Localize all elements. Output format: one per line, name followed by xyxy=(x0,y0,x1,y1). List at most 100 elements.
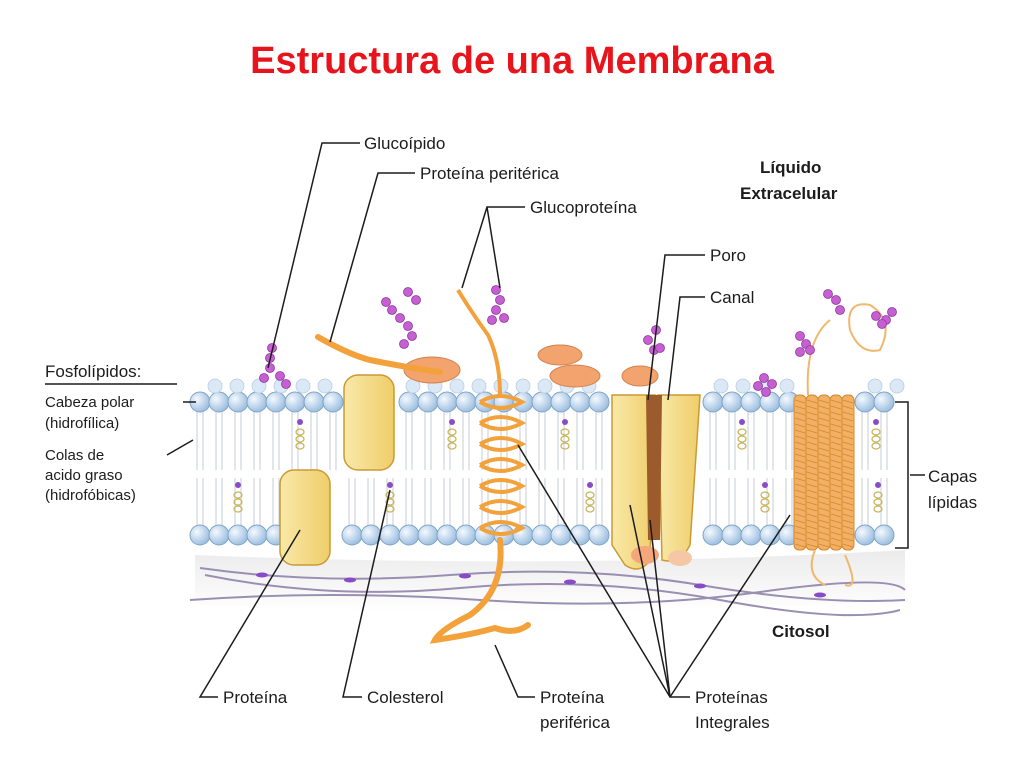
sugar-unit xyxy=(407,331,417,341)
helix-stripe xyxy=(818,531,830,536)
helix-stripe xyxy=(818,459,830,464)
label-hidrofilica: (hidrofílica) xyxy=(45,415,119,432)
phospholipid-head xyxy=(721,391,743,413)
helix-stripe xyxy=(806,471,818,476)
phospholipid-head-back xyxy=(295,378,311,394)
helix-stripe xyxy=(794,447,806,452)
filament-markers xyxy=(256,572,826,598)
helix-stripe xyxy=(806,429,818,434)
helix-stripe xyxy=(842,507,854,512)
sugar-unit xyxy=(275,371,285,381)
helix-stripe xyxy=(794,405,806,410)
cholesterol-ring xyxy=(447,428,457,436)
sugar-unit xyxy=(655,343,665,353)
sugar-unit xyxy=(795,331,805,341)
helix-stripe xyxy=(818,471,830,476)
helix-stripe xyxy=(794,411,806,416)
sugar-unit xyxy=(387,305,397,315)
label-proteinas-integrales-2: Integrales xyxy=(695,713,770,732)
helix-stripe xyxy=(830,411,842,416)
helix-stripe xyxy=(806,417,818,422)
helix-stripe xyxy=(806,441,818,446)
glycoprotein-strand-bottom xyxy=(429,537,531,644)
helix-stripe xyxy=(806,531,818,536)
label-colesterol: Colesterol xyxy=(367,688,444,707)
pore xyxy=(646,395,662,540)
label-cabeza-polar: Cabeza polar xyxy=(45,394,134,411)
helix-stripe xyxy=(806,543,818,548)
cholesterol-ring xyxy=(385,498,395,506)
peripheral-protein-blobs xyxy=(403,344,659,388)
helix-stripe xyxy=(842,447,854,452)
phospholipid-heads xyxy=(189,378,905,546)
phospholipid-head-back xyxy=(735,378,751,394)
helix-stripe xyxy=(794,489,806,494)
helix-stripe xyxy=(806,435,818,440)
phospholipid-head-back xyxy=(713,378,729,394)
helix-stripe xyxy=(830,483,842,488)
label-proteina: Proteína xyxy=(223,688,288,707)
helix-stripe xyxy=(830,399,842,404)
helix-stripe xyxy=(842,459,854,464)
cholesterol-ring xyxy=(560,428,570,436)
sugar-unit xyxy=(795,347,805,357)
sugar-unit xyxy=(491,285,501,295)
phospholipid-head xyxy=(227,391,249,413)
cholesterol-head xyxy=(873,419,879,425)
sugar-unit xyxy=(753,381,763,391)
cholesterol-ring xyxy=(585,498,595,506)
cholesterol-ring xyxy=(295,442,305,450)
helix-stripe xyxy=(842,477,854,482)
helix-stripe xyxy=(818,477,830,482)
phospholipid-head xyxy=(417,524,439,546)
leader-lines xyxy=(166,142,925,698)
label-hidrofobicas: (hidrofóbicas) xyxy=(45,487,136,504)
phospholipid-head xyxy=(284,391,306,413)
channel-protein xyxy=(611,394,701,570)
helix-stripe xyxy=(842,465,854,470)
helix-stripe xyxy=(794,453,806,458)
helix-stripe xyxy=(806,537,818,542)
helix-stripe xyxy=(830,537,842,542)
phospholipid-head-back xyxy=(229,378,245,394)
page-title: Estructura de una Membrana xyxy=(250,40,774,82)
helix-stripe xyxy=(806,525,818,530)
helix-stripe xyxy=(818,483,830,488)
phospholipid-head xyxy=(550,391,572,413)
cholesterol-ring xyxy=(585,491,595,499)
cholesterol-head xyxy=(387,482,393,488)
helix-stripe xyxy=(830,459,842,464)
cholesterol-head xyxy=(762,482,768,488)
cholesterol-head xyxy=(235,482,241,488)
phospholipid-head xyxy=(721,524,743,546)
label-fosfolipidos: Fosfolípidos: xyxy=(45,362,141,381)
helix-stripe xyxy=(818,489,830,494)
helix-stripe xyxy=(806,459,818,464)
cholesterol-ring xyxy=(295,428,305,436)
phospholipid-head-back xyxy=(471,378,487,394)
sugar-unit xyxy=(399,339,409,349)
helix-stripe xyxy=(842,531,854,536)
helix-stripe xyxy=(842,543,854,548)
phospholipid-head xyxy=(398,391,420,413)
sugar-unit xyxy=(805,345,815,355)
sugar-unit xyxy=(759,373,769,383)
sugar-unit xyxy=(403,287,413,297)
phospholipid-head xyxy=(265,391,287,413)
helix-stripe xyxy=(818,537,830,542)
label-extracelular: Extracelular xyxy=(740,184,838,203)
cholesterol-ring xyxy=(585,505,595,513)
phospholipid-head xyxy=(436,391,458,413)
phospholipid-head xyxy=(227,524,249,546)
helix-stripe xyxy=(794,459,806,464)
phospholipid-head xyxy=(398,524,420,546)
sugar-unit xyxy=(643,335,653,345)
sugar-unit xyxy=(395,313,405,323)
peripheral-protein-ribbon-top xyxy=(315,334,443,375)
phospholipid-head-back xyxy=(317,378,333,394)
label-poro: Poro xyxy=(710,246,746,265)
helix-stripe xyxy=(794,513,806,518)
integral-protein-bundle xyxy=(793,394,855,551)
cytoskeleton-filaments xyxy=(189,567,906,617)
